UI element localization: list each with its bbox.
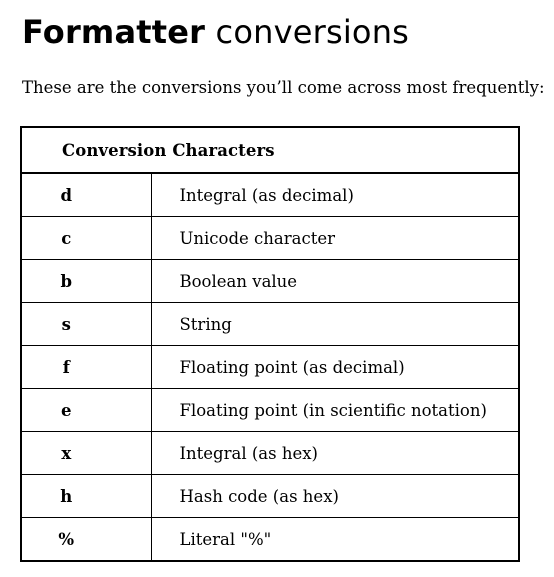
table-row: f Floating point (as decimal) bbox=[20, 345, 520, 389]
page-title-bold: Formatter bbox=[22, 13, 206, 51]
conversion-description: Boolean value bbox=[150, 259, 520, 303]
conversion-code: f bbox=[20, 345, 152, 389]
conversion-description: String bbox=[150, 302, 520, 346]
intro-paragraph: These are the conversions you’ll come ac… bbox=[22, 78, 545, 97]
conversion-description: Floating point (as decimal) bbox=[150, 345, 520, 389]
conversion-code: % bbox=[20, 517, 152, 562]
conversion-code: h bbox=[20, 474, 152, 518]
table-header: Conversion Characters bbox=[20, 126, 520, 174]
table-row: h Hash code (as hex) bbox=[20, 474, 520, 518]
conversion-description: Literal "%" bbox=[150, 517, 520, 562]
conversion-code: x bbox=[20, 431, 152, 475]
conversion-description: Integral (as decimal) bbox=[150, 172, 520, 217]
table-header-row: Conversion Characters bbox=[20, 126, 520, 174]
conversion-code: e bbox=[20, 388, 152, 432]
page-title: Formatter conversions bbox=[22, 12, 409, 52]
table-row: x Integral (as hex) bbox=[20, 431, 520, 475]
conversion-description: Hash code (as hex) bbox=[150, 474, 520, 518]
conversion-code: b bbox=[20, 259, 152, 303]
table-row: d Integral (as decimal) bbox=[20, 172, 520, 217]
conversion-description: Integral (as hex) bbox=[150, 431, 520, 475]
table-row: s String bbox=[20, 302, 520, 346]
conversion-description: Floating point (in scientific notation) bbox=[150, 388, 520, 432]
page-title-rest: conversions bbox=[205, 13, 410, 51]
table-row: c Unicode character bbox=[20, 216, 520, 260]
table-row: b Boolean value bbox=[20, 259, 520, 303]
conversion-table: Conversion Characters d Integral (as dec… bbox=[20, 126, 520, 562]
conversion-code: d bbox=[20, 172, 152, 217]
conversion-description: Unicode character bbox=[150, 216, 520, 260]
table-row: e Floating point (in scientific notation… bbox=[20, 388, 520, 432]
conversion-code: c bbox=[20, 216, 152, 260]
conversion-code: s bbox=[20, 302, 152, 346]
table-row: % Literal "%" bbox=[20, 517, 520, 562]
